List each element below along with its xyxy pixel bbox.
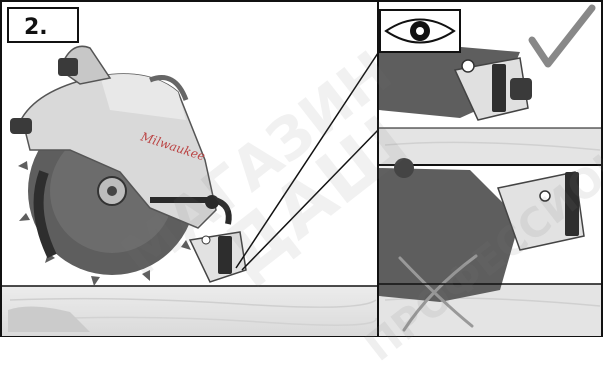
detail-panel-incorrect (379, 158, 602, 336)
step-number: 2. (24, 15, 48, 40)
detail-panel-correct (379, 2, 602, 165)
instruction-figure: Milwaukee 2. (0, 0, 603, 337)
